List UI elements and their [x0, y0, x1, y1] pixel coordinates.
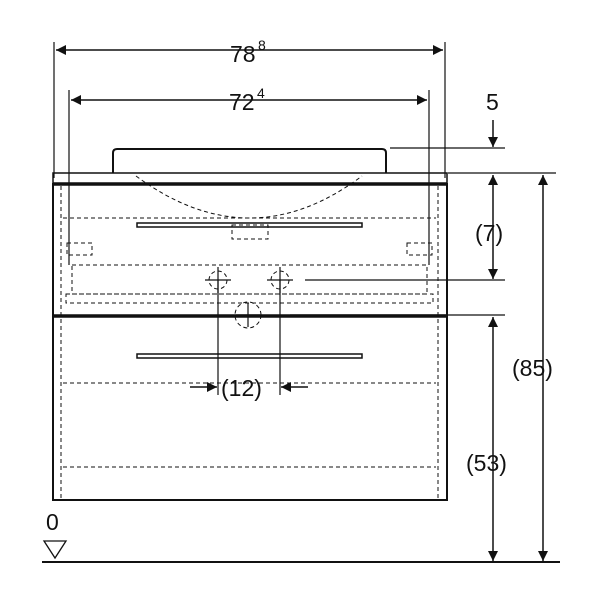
drain-spacing-label: (12): [221, 375, 262, 401]
drawer-handle-bottom: [136, 353, 363, 359]
washbasin: [112, 148, 387, 173]
lower-height-label: (53): [466, 450, 507, 476]
inner-width-sup: 4: [257, 85, 265, 101]
hidden-lines: [60, 186, 439, 500]
cabinet-body: [52, 183, 448, 501]
overall-width-label: 78: [230, 41, 256, 67]
overall-width-sup: 8: [258, 37, 266, 53]
floor-level-triangle-icon: [42, 540, 68, 560]
basin-bowl-hidden: [135, 175, 363, 219]
extension-lines: [53, 42, 556, 316]
basin-height-label: 5: [486, 89, 499, 115]
total-height-label: (85): [512, 355, 553, 381]
floor-level-label: 0: [46, 509, 59, 535]
inner-width-label: 72: [229, 89, 255, 115]
drawer-offset-label: (7): [475, 220, 503, 246]
drawer-handle-top: [136, 222, 363, 228]
